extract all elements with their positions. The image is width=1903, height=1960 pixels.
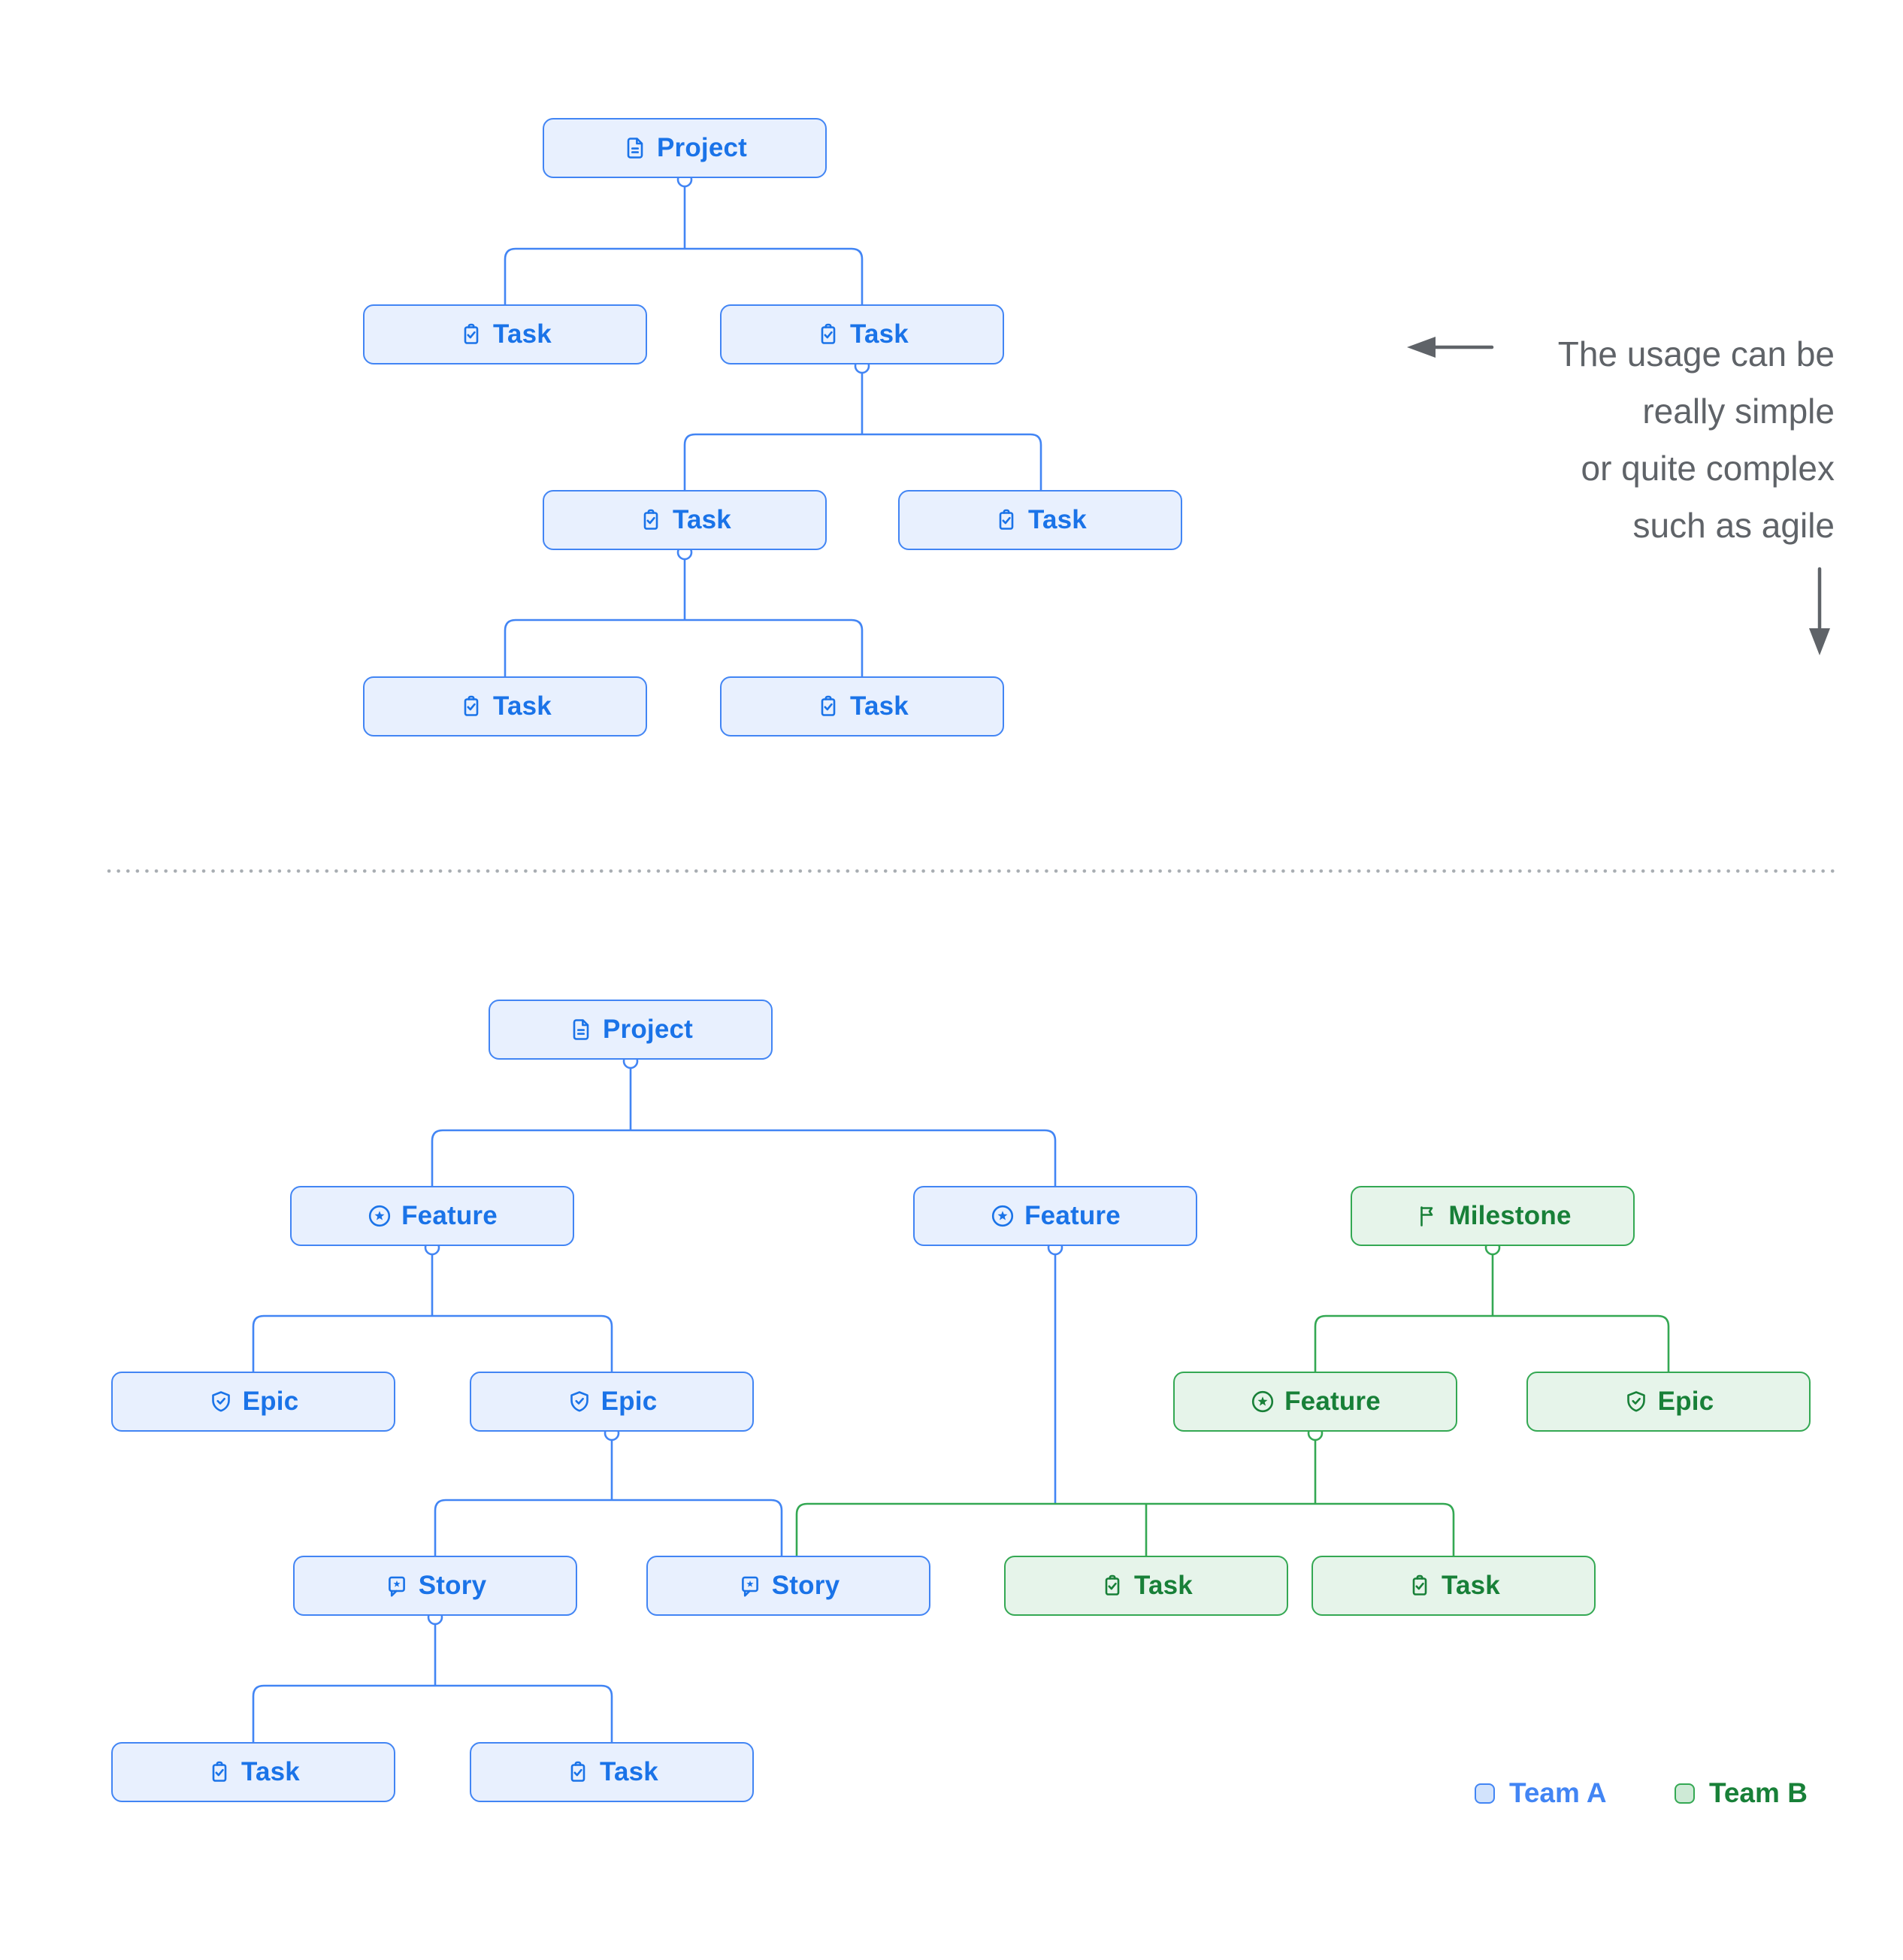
node-task: Task bbox=[470, 1742, 754, 1802]
node-label: Feature bbox=[1024, 1201, 1121, 1230]
document-icon bbox=[622, 135, 648, 161]
annotation-line: or quite complex bbox=[1581, 449, 1835, 488]
node-feature: Feature bbox=[913, 1186, 1197, 1246]
story-bubble-icon bbox=[384, 1573, 410, 1599]
connector bbox=[795, 1502, 1455, 1556]
node-task: Task bbox=[363, 304, 647, 364]
node-task: Task bbox=[898, 490, 1182, 550]
node-label: Task bbox=[600, 1757, 658, 1786]
document-icon bbox=[568, 1017, 594, 1042]
node-task: Task bbox=[720, 304, 1004, 364]
task-icon bbox=[207, 1759, 232, 1785]
connector bbox=[683, 433, 1042, 490]
node-label: Task bbox=[850, 691, 909, 721]
node-label: Epic bbox=[601, 1387, 658, 1416]
node-label: Feature bbox=[401, 1201, 498, 1230]
annotation-line: The usage can be bbox=[1557, 334, 1835, 374]
legend-team-b: Team B bbox=[1675, 1775, 1808, 1811]
node-label: Task bbox=[1028, 505, 1087, 534]
node-label: Task bbox=[850, 319, 909, 349]
epic-shield-icon bbox=[208, 1389, 234, 1414]
feature-star-icon bbox=[1250, 1389, 1275, 1414]
node-task: Task bbox=[1004, 1556, 1288, 1616]
connector bbox=[1314, 1314, 1670, 1372]
node-label: Task bbox=[241, 1757, 300, 1786]
task-icon bbox=[1100, 1573, 1125, 1599]
task-icon bbox=[458, 322, 484, 347]
task-icon bbox=[994, 507, 1019, 533]
down-arrow bbox=[1809, 567, 1830, 655]
connector bbox=[431, 1129, 1057, 1186]
task-icon bbox=[815, 322, 841, 347]
node-project: Project bbox=[489, 1000, 773, 1060]
connector bbox=[434, 1499, 783, 1556]
node-feature: Feature bbox=[290, 1186, 574, 1246]
task-icon bbox=[815, 694, 841, 719]
node-task: Task bbox=[363, 676, 647, 737]
connector bbox=[504, 247, 864, 304]
node-task: Task bbox=[720, 676, 1004, 737]
story-bubble-icon bbox=[737, 1573, 763, 1599]
node-label: Project bbox=[656, 133, 748, 162]
node-label: Task bbox=[493, 319, 552, 349]
node-label: Task bbox=[673, 505, 731, 534]
legend-label: Team B bbox=[1709, 1777, 1808, 1808]
annotation-line: really simple bbox=[1642, 392, 1835, 431]
team-a-swatch bbox=[1475, 1783, 1495, 1804]
node-milestone: Milestone bbox=[1351, 1186, 1635, 1246]
node-feature: Feature bbox=[1173, 1372, 1457, 1432]
legend-team-a: Team A bbox=[1475, 1775, 1607, 1811]
node-label: Story bbox=[418, 1571, 487, 1600]
node-story: Story bbox=[293, 1556, 577, 1616]
epic-shield-icon bbox=[567, 1389, 592, 1414]
connector bbox=[252, 1314, 613, 1372]
node-story: Story bbox=[646, 1556, 930, 1616]
node-label: Epic bbox=[242, 1387, 299, 1416]
node-epic: Epic bbox=[1526, 1372, 1811, 1432]
node-label: Project bbox=[602, 1015, 694, 1044]
node-epic: Epic bbox=[111, 1372, 395, 1432]
connector bbox=[504, 619, 864, 676]
team-b-swatch bbox=[1675, 1783, 1695, 1804]
node-task: Task bbox=[1312, 1556, 1596, 1616]
annotation-complex: or quite complex such as agile bbox=[1581, 440, 1835, 554]
task-icon bbox=[638, 507, 664, 533]
node-label: Epic bbox=[1657, 1387, 1714, 1416]
epic-shield-icon bbox=[1623, 1389, 1649, 1414]
annotation-simple: The usage can be really simple bbox=[1558, 325, 1835, 440]
node-label: Story bbox=[771, 1571, 840, 1600]
feature-star-icon bbox=[367, 1203, 392, 1229]
feature-star-icon bbox=[990, 1203, 1015, 1229]
node-project: Project bbox=[543, 118, 827, 178]
node-label: Task bbox=[1442, 1571, 1500, 1600]
node-task: Task bbox=[543, 490, 827, 550]
task-icon bbox=[458, 694, 484, 719]
node-task: Task bbox=[111, 1742, 395, 1802]
annotation-line: such as agile bbox=[1632, 506, 1835, 545]
node-epic: Epic bbox=[470, 1372, 754, 1432]
node-label: Feature bbox=[1284, 1387, 1381, 1416]
node-label: Task bbox=[1134, 1571, 1193, 1600]
node-label: Task bbox=[493, 691, 552, 721]
task-icon bbox=[1407, 1573, 1433, 1599]
node-label: Milestone bbox=[1448, 1201, 1572, 1230]
flag-icon bbox=[1414, 1203, 1439, 1229]
task-icon bbox=[565, 1759, 591, 1785]
left-arrow bbox=[1407, 337, 1494, 358]
connector bbox=[252, 1684, 613, 1742]
legend-label: Team A bbox=[1509, 1777, 1607, 1808]
